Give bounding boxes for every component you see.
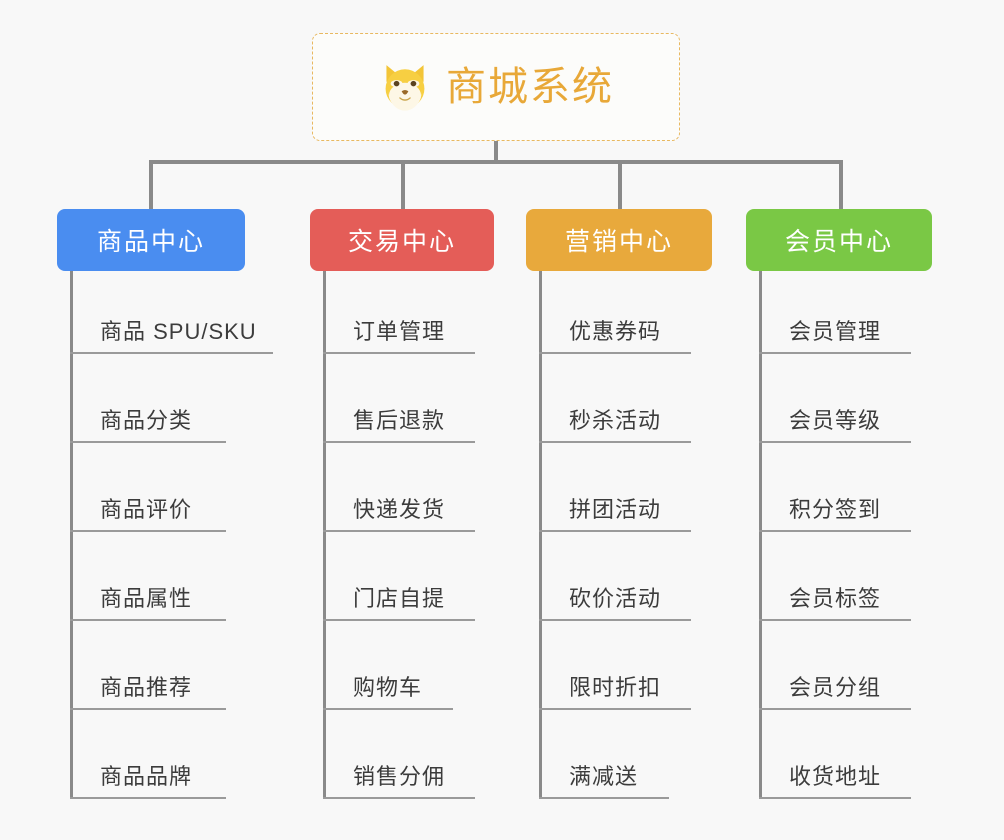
leaf-label: 积分签到: [789, 497, 882, 522]
leaf-label: 会员标签: [789, 586, 882, 611]
leaf-item[interactable]: 收货地址: [759, 764, 911, 799]
leaf-label: 会员等级: [789, 408, 882, 433]
leaf-item[interactable]: 会员管理: [759, 319, 911, 354]
drop-connector-2: [401, 160, 405, 209]
leaf-item[interactable]: 快递发货: [323, 497, 475, 532]
root-node[interactable]: 商城系统: [312, 33, 680, 141]
leaf-item[interactable]: 积分签到: [759, 497, 911, 532]
leaf-label: 销售分佣: [353, 764, 446, 789]
category-header-1[interactable]: 商品中心: [57, 209, 245, 271]
leaf-label: 会员分组: [789, 675, 882, 700]
category-header-label-3: 营销中心: [564, 228, 673, 256]
leaf-item[interactable]: 门店自提: [323, 586, 475, 621]
leaf-item[interactable]: 会员分组: [759, 675, 911, 710]
category-header-label-4: 会员中心: [784, 228, 893, 256]
category-header-label-1: 商品中心: [96, 228, 205, 256]
leaf-label: 商品 SPU/SKU: [100, 319, 257, 344]
root-stem-connector: [494, 141, 498, 163]
leaf-item[interactable]: 商品评价: [70, 497, 226, 532]
leaf-label: 门店自提: [353, 586, 446, 611]
trunk-line-4: [759, 271, 762, 797]
leaf-label: 收货地址: [789, 764, 882, 789]
leaf-label: 商品评价: [100, 497, 193, 522]
leaf-label: 售后退款: [353, 408, 446, 433]
leaf-item[interactable]: 满减送: [539, 764, 669, 799]
trunk-line-1: [70, 271, 73, 797]
leaf-item[interactable]: 商品属性: [70, 586, 226, 621]
leaf-item[interactable]: 售后退款: [323, 408, 475, 443]
leaf-label: 满减送: [569, 764, 639, 789]
leaf-item[interactable]: 商品品牌: [70, 764, 226, 799]
leaf-item[interactable]: 会员标签: [759, 586, 911, 621]
leaf-item[interactable]: 会员等级: [759, 408, 911, 443]
category-header-4[interactable]: 会员中心: [746, 209, 932, 271]
leaf-item[interactable]: 购物车: [323, 675, 453, 710]
drop-connector-3: [618, 160, 622, 209]
leaf-label: 快递发货: [353, 497, 446, 522]
bus-connector: [149, 160, 843, 164]
leaf-item[interactable]: 商品 SPU/SKU: [70, 319, 273, 354]
leaf-label: 商品属性: [100, 586, 193, 611]
category-header-2[interactable]: 交易中心: [310, 209, 494, 271]
leaf-item[interactable]: 商品分类: [70, 408, 226, 443]
leaf-label: 砍价活动: [569, 586, 662, 611]
leaf-label: 拼团活动: [569, 497, 662, 522]
leaf-item[interactable]: 商品推荐: [70, 675, 226, 710]
leaf-item[interactable]: 销售分佣: [323, 764, 475, 799]
leaf-label: 会员管理: [789, 319, 882, 344]
leaf-label: 秒杀活动: [569, 408, 662, 433]
leaf-item[interactable]: 限时折扣: [539, 675, 691, 710]
leaf-item[interactable]: 拼团活动: [539, 497, 691, 532]
trunk-line-2: [323, 271, 326, 797]
leaf-label: 商品品牌: [100, 764, 193, 789]
category-header-label-2: 交易中心: [347, 228, 456, 256]
root-title: 商城系统: [446, 65, 614, 109]
leaf-label: 订单管理: [353, 319, 446, 344]
leaf-label: 商品分类: [100, 408, 193, 433]
shiba-dog-face-icon: [385, 65, 425, 111]
leaf-label: 购物车: [353, 675, 423, 700]
drop-connector-1: [149, 160, 153, 209]
drop-connector-4: [839, 160, 843, 209]
leaf-label: 限时折扣: [569, 675, 662, 700]
leaf-item[interactable]: 砍价活动: [539, 586, 691, 621]
leaf-item[interactable]: 优惠券码: [539, 319, 691, 354]
category-header-3[interactable]: 营销中心: [526, 209, 712, 271]
leaf-label: 商品推荐: [100, 675, 193, 700]
leaf-item[interactable]: 秒杀活动: [539, 408, 691, 443]
leaf-label: 优惠券码: [569, 319, 662, 344]
trunk-line-3: [539, 271, 542, 797]
leaf-item[interactable]: 订单管理: [323, 319, 475, 354]
